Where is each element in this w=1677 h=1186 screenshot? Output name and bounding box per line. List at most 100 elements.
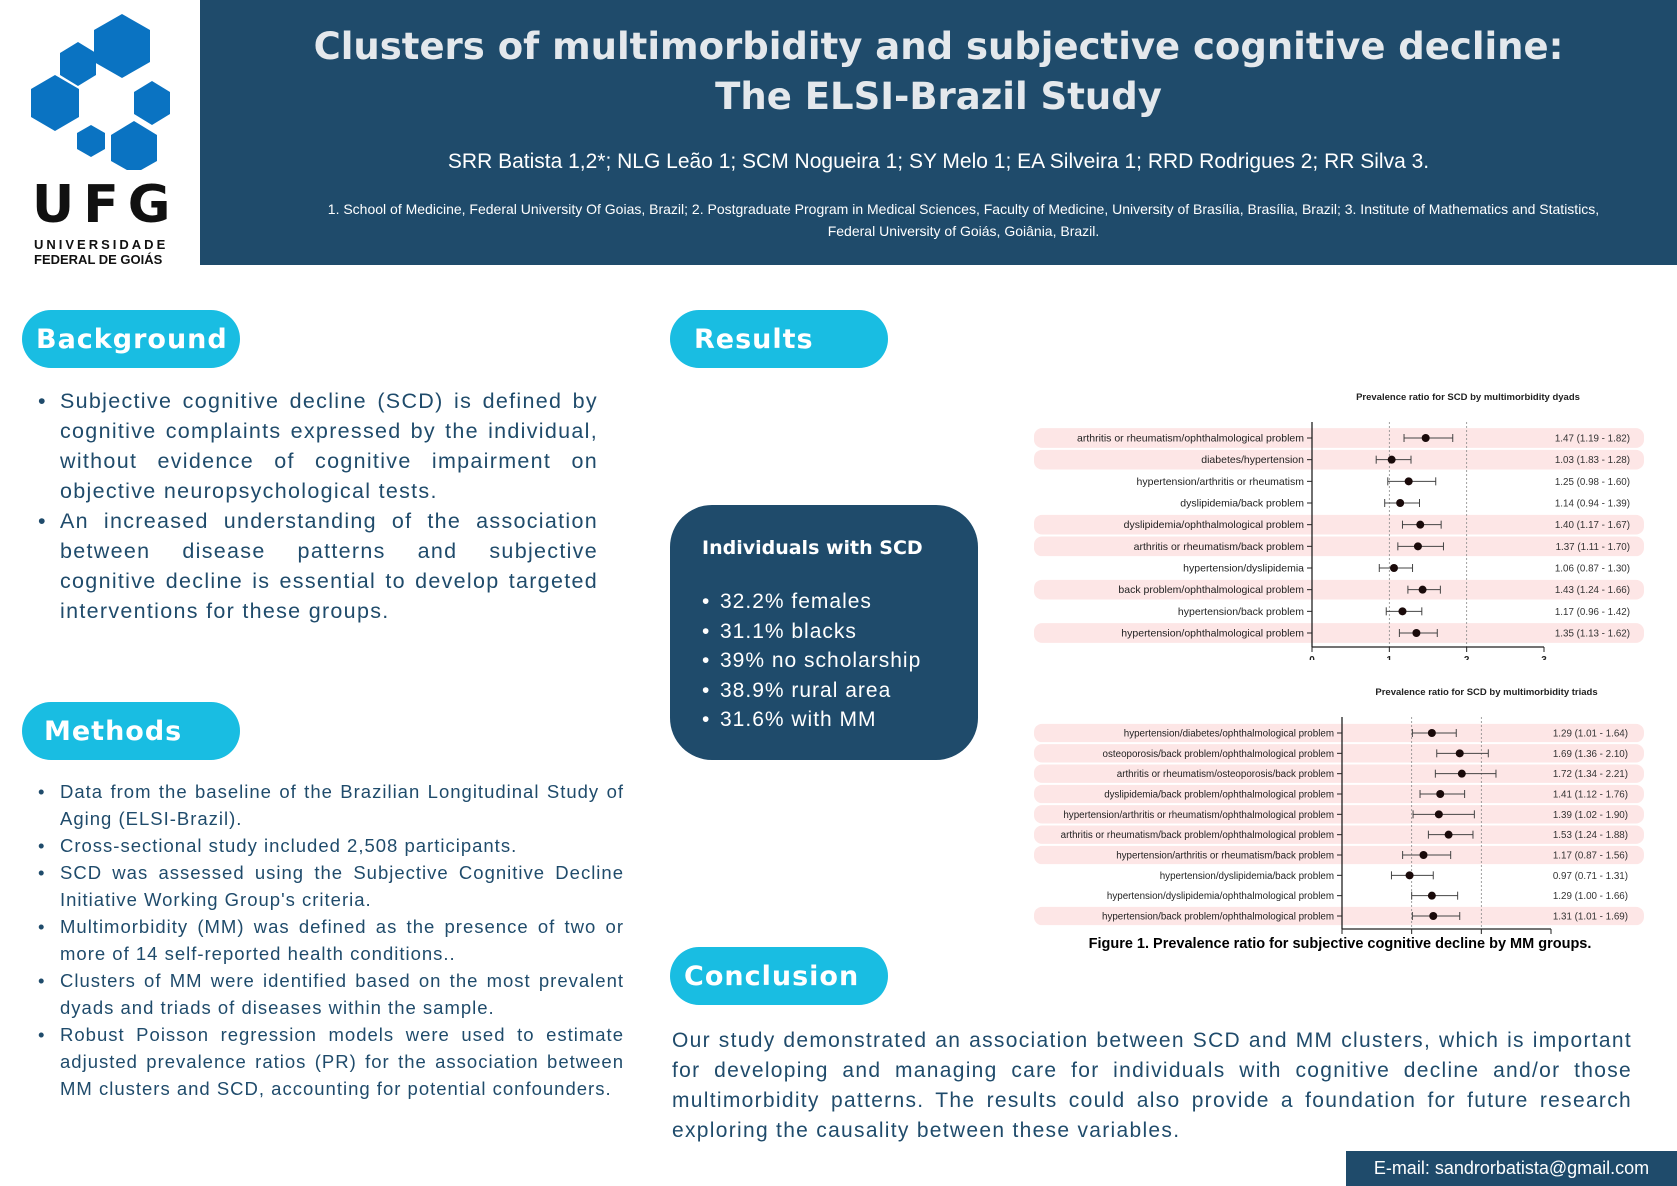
pr-point xyxy=(1427,891,1436,900)
category-label: hypertension/arthritis or rheumatism xyxy=(1137,476,1305,488)
results-heading: Results xyxy=(670,310,888,368)
list-item: 32.2% females xyxy=(692,587,921,617)
scd-list: 32.2% females 31.1% blacks 39% no schola… xyxy=(692,587,921,735)
logo-line1: UNIVERSIDADE xyxy=(34,237,169,252)
pr-value-label: 1.40 (1.17 - 1.67) xyxy=(1555,520,1630,531)
pr-point xyxy=(1396,499,1405,507)
logo-acronym: UFG xyxy=(32,175,180,235)
x-tick-label: 0 xyxy=(1309,655,1315,660)
list-item: SCD was assessed using the Subjective Co… xyxy=(28,859,624,913)
pr-value-label: 1.31 (1.01 - 1.69) xyxy=(1553,912,1628,923)
category-label: hypertension/back problem/ophthalmologic… xyxy=(1102,912,1334,923)
pr-point xyxy=(1429,912,1438,920)
pr-point xyxy=(1418,585,1427,594)
pr-value-label: 1.69 (1.36 - 2.10) xyxy=(1553,749,1628,760)
category-label: arthritis or rheumatism/back problem/oph… xyxy=(1061,830,1334,841)
conclusion-text: Our study demonstrated an association be… xyxy=(672,1029,1632,1142)
pr-point xyxy=(1444,830,1453,839)
pr-value-label: 1.47 (1.19 - 1.82) xyxy=(1555,434,1630,445)
pr-value-label: 1.29 (1.01 - 1.64) xyxy=(1553,729,1628,740)
pr-value-label: 1.14 (0.94 - 1.39) xyxy=(1555,499,1630,510)
list-item: Data from the baseline of the Brazilian … xyxy=(28,778,624,832)
category-label: dyslipidemia/back problem xyxy=(1180,498,1304,510)
pr-point xyxy=(1387,455,1396,464)
methods-heading: Methods xyxy=(22,702,240,760)
chart-title: Prevalence ratio for SCD by multimorbidi… xyxy=(1375,687,1597,698)
category-label: arthritis or rheumatism/osteoporosis/bac… xyxy=(1117,769,1334,780)
list-item: Multimorbidity (MM) was defined as the p… xyxy=(28,913,624,967)
pr-value-label: 0.97 (0.71 - 1.31) xyxy=(1553,871,1628,882)
list-item: 31.1% blacks xyxy=(692,617,921,647)
background-heading: Background xyxy=(22,310,240,368)
dyads-forest-plot: Prevalence ratio for SCD by multimorbidi… xyxy=(1034,392,1644,660)
pr-value-label: 1.43 (1.24 - 1.66) xyxy=(1555,585,1630,596)
list-item: Robust Poisson regression models were us… xyxy=(28,1021,624,1102)
x-tick-label: 3 xyxy=(1541,655,1547,660)
hexagon-logo-icon xyxy=(31,14,170,174)
title-line-1: Clusters of multimorbidity and subjectiv… xyxy=(313,25,1564,68)
list-item: Clusters of MM were identified based on … xyxy=(28,967,624,1021)
highlight-band xyxy=(1034,428,1644,448)
pr-point xyxy=(1404,477,1413,486)
category-label: dyslipidemia/ophthalmological problem xyxy=(1124,519,1305,531)
highlight-band xyxy=(1034,514,1644,535)
category-label: hypertension/dyslipidemia/back problem xyxy=(1160,871,1334,882)
authors: SRR Batista 1,2*; NLG Leão 1; SCM Noguei… xyxy=(447,150,1430,173)
pr-point xyxy=(1455,749,1464,758)
category-label: hypertension/dyslipidemia/ophthalmologic… xyxy=(1107,891,1334,902)
x-tick-label: 2 xyxy=(1464,655,1470,660)
category-label: hypertension/ophthalmological problem xyxy=(1121,628,1304,640)
contact-email[interactable]: E-mail: sandrorbatista@gmail.com xyxy=(1346,1151,1677,1186)
methods-list: Data from the baseline of the Brazilian … xyxy=(28,778,624,1102)
figure-caption: Figure 1. Prevalence ratio for subjectiv… xyxy=(1088,936,1592,952)
category-label: hypertension/arthritis or rheumatism/oph… xyxy=(1063,810,1334,821)
pr-point xyxy=(1436,790,1445,798)
pr-value-label: 1.17 (0.87 - 1.56) xyxy=(1553,851,1628,862)
pr-point xyxy=(1416,520,1425,529)
highlight-band xyxy=(1034,536,1644,557)
list-item: 38.9% rural area xyxy=(692,676,921,706)
logo-line2: FEDERAL DE GOIÁS xyxy=(34,252,163,267)
pr-value-label: 1.53 (1.24 - 1.88) xyxy=(1553,830,1628,841)
conclusion-heading: Conclusion xyxy=(670,947,888,1005)
list-item: Subjective cognitive decline (SCD) is de… xyxy=(28,386,598,506)
category-label: back problem/ophthalmological problem xyxy=(1118,584,1304,596)
pr-point xyxy=(1457,769,1466,778)
highlight-band xyxy=(1034,623,1644,643)
highlight-band xyxy=(1034,449,1644,470)
pr-value-label: 1.41 (1.12 - 1.76) xyxy=(1553,790,1628,801)
category-label: arthritis or rheumatism/back problem xyxy=(1134,541,1305,553)
poster-title: Clusters of multimorbidity and subjectiv… xyxy=(200,22,1677,122)
pr-value-label: 1.29 (1.00 - 1.66) xyxy=(1553,891,1628,902)
university-logo: UFG UNIVERSIDADE FEDERAL DE GOIÁS xyxy=(22,10,182,270)
pr-value-label: 1.72 (1.34 - 2.21) xyxy=(1553,769,1628,780)
pr-point xyxy=(1434,810,1443,819)
pr-point xyxy=(1389,564,1398,572)
highlight-band xyxy=(1034,579,1644,600)
category-label: arthritis or rheumatism/ophthalmological… xyxy=(1077,433,1304,445)
x-tick-label: 1 xyxy=(1387,655,1393,660)
category-label: hypertension/arthritis or rheumatism/bac… xyxy=(1116,851,1334,862)
category-label: hypertension/back problem xyxy=(1178,606,1304,618)
pr-point xyxy=(1419,851,1428,859)
pr-point xyxy=(1421,434,1430,442)
list-item: Cross-sectional study included 2,508 par… xyxy=(28,832,624,859)
category-label: hypertension/dyslipidemia xyxy=(1183,563,1304,575)
pr-point xyxy=(1427,729,1436,737)
scd-box-title: Individuals with SCD xyxy=(702,537,923,559)
pr-value-label: 1.17 (0.96 - 1.42) xyxy=(1555,607,1630,618)
pr-value-label: 1.39 (1.02 - 1.90) xyxy=(1553,810,1628,821)
pr-value-label: 1.03 (1.83 - 1.28) xyxy=(1555,455,1630,466)
affiliations: 1. School of Medicine, Federal Universit… xyxy=(327,201,1600,239)
list-item: 39% no scholarship xyxy=(692,646,921,676)
pr-point xyxy=(1412,629,1421,637)
triads-forest-plot: Prevalence ratio for SCD by multimorbidi… xyxy=(1034,687,1644,934)
category-label: hypertension/diabetes/ophthalmological p… xyxy=(1124,729,1334,740)
pr-value-label: 1.06 (0.87 - 1.30) xyxy=(1555,564,1630,575)
pr-value-label: 1.35 (1.13 - 1.62) xyxy=(1555,629,1630,640)
category-label: dyslipidemia/back problem/ophthalmologic… xyxy=(1104,790,1334,801)
pr-value-label: 1.25 (0.98 - 1.60) xyxy=(1555,477,1630,488)
list-item: An increased understanding of the associ… xyxy=(28,506,598,626)
title-line-2: The ELSI-Brazil Study xyxy=(715,75,1162,118)
pr-value-label: 1.37 (1.11 - 1.70) xyxy=(1556,542,1630,553)
